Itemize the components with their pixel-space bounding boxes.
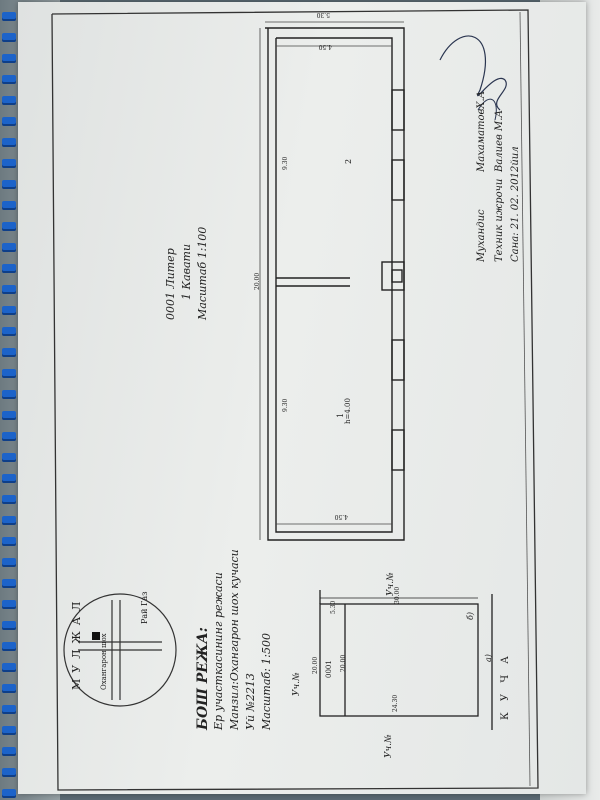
binding-coil — [2, 243, 16, 252]
land-plan-line: Ер участкасининг режаси — [212, 572, 225, 730]
binding-coil — [2, 264, 16, 273]
binding-coil — [2, 348, 16, 357]
binding-coil — [2, 138, 16, 147]
site-dim-30: 30.00 — [394, 586, 401, 604]
site-plan — [319, 590, 493, 730]
window-1 — [391, 89, 405, 131]
site-dim-2000b: 20.00 — [340, 654, 347, 672]
binding-coil — [2, 12, 16, 21]
binding-coil — [2, 747, 16, 756]
binding-coil — [2, 369, 16, 378]
address-line: Манзил:Охангарон шох кучаси — [228, 549, 241, 730]
binding-coil — [2, 621, 16, 630]
binding-coil — [2, 789, 16, 798]
binding-coil — [2, 495, 16, 504]
binding-coil — [2, 642, 16, 651]
binding-coil — [2, 75, 16, 84]
signature-scribble — [439, 35, 507, 111]
plan-title: БОШ РЕЖА: — [195, 627, 211, 730]
entry-step-2 — [391, 269, 403, 283]
window-4 — [391, 429, 405, 471]
entry-step — [381, 261, 405, 291]
binding-coil — [2, 285, 16, 294]
binding-coil — [2, 180, 16, 189]
inner-wall — [275, 37, 393, 533]
site-dim-530: 5.30 — [330, 600, 337, 614]
street-label: К У Ч А — [500, 652, 511, 720]
date-line: Сана: 21. 02. 2012йил — [510, 146, 521, 262]
room-1-height: h=4.00 — [344, 398, 352, 424]
seal-marker — [92, 632, 100, 640]
floor-plan — [265, 27, 405, 541]
house-number: Уй №2213 — [244, 673, 257, 730]
binding-coil — [2, 432, 16, 441]
site-dim-2000a: 20.00 — [312, 656, 319, 674]
binding-coil — [2, 663, 16, 672]
binding-coil — [2, 411, 16, 420]
window-2 — [391, 159, 405, 201]
binding-coil — [2, 558, 16, 567]
dim-inner-top: 4.50 — [318, 43, 332, 50]
binding-coil — [2, 327, 16, 336]
binding-coil — [2, 117, 16, 126]
dim-top: 5.30 — [316, 11, 330, 18]
land-plot — [319, 603, 479, 717]
dim-room2-len: 9.30 — [282, 156, 289, 170]
binding-coil — [2, 600, 16, 609]
binding-coil — [2, 33, 16, 42]
engineer-name: МахаматовХ.А — [476, 90, 487, 172]
frame-inner-line — [519, 11, 531, 787]
document-sheet — [18, 2, 586, 794]
binding-coil — [2, 96, 16, 105]
binding-coil — [2, 579, 16, 588]
mulzhal-seal — [63, 593, 177, 707]
seal-outer-circle — [63, 593, 177, 707]
site-scale: Масштаб: 1:500 — [260, 632, 273, 730]
binding-coil — [2, 684, 16, 693]
binding-coil — [2, 306, 16, 315]
binding-coil — [2, 54, 16, 63]
floor-label: 1 Кавати — [180, 243, 193, 300]
binding-coil — [2, 705, 16, 714]
seal-top-text: МУЛЖАЛ — [70, 595, 83, 690]
binding-coil — [2, 537, 16, 546]
signature-scribble-2 — [477, 98, 497, 121]
binding-coil — [2, 390, 16, 399]
binding-coil — [2, 222, 16, 231]
sheet-frame — [51, 9, 539, 791]
dim-inner-bottom: 4.50 — [334, 513, 348, 520]
seal-bottom-text: Рай Газ — [140, 591, 149, 624]
window-3 — [391, 339, 405, 381]
dim-room1-len: 9.30 — [282, 398, 289, 412]
floor-scale: Масштаб 1:100 — [196, 226, 209, 320]
outer-wall — [265, 27, 405, 541]
neighbor-plot-left: Уч.№ — [292, 672, 302, 696]
binding-coil — [2, 159, 16, 168]
binding-coil — [2, 201, 16, 210]
room-2-number: 2 — [344, 158, 353, 164]
building-code: 0001 — [325, 660, 333, 678]
site-dim-2430: 24.30 — [392, 694, 399, 712]
tech-title: Техник ижрочи — [494, 178, 505, 262]
dimension-lines — [259, 21, 404, 540]
engineer-title: Мухандис — [476, 209, 487, 262]
corner-a-label: а) — [484, 654, 493, 662]
binding-coil — [2, 516, 16, 525]
corner-b-label: б) — [466, 611, 475, 620]
binding-coil — [2, 768, 16, 777]
liter-label: 0001 Литер — [164, 248, 177, 320]
seal-road-2 — [111, 600, 121, 700]
seal-street-text: Охангарон шох — [100, 633, 108, 690]
binding-coil — [2, 453, 16, 462]
dim-total: 20.00 — [254, 272, 261, 290]
binding-coil — [2, 726, 16, 735]
binding-coil — [2, 474, 16, 483]
neighbor-plot-bottom: Уч.№ — [384, 734, 394, 758]
tech-name: Валиев М.А — [494, 109, 505, 172]
